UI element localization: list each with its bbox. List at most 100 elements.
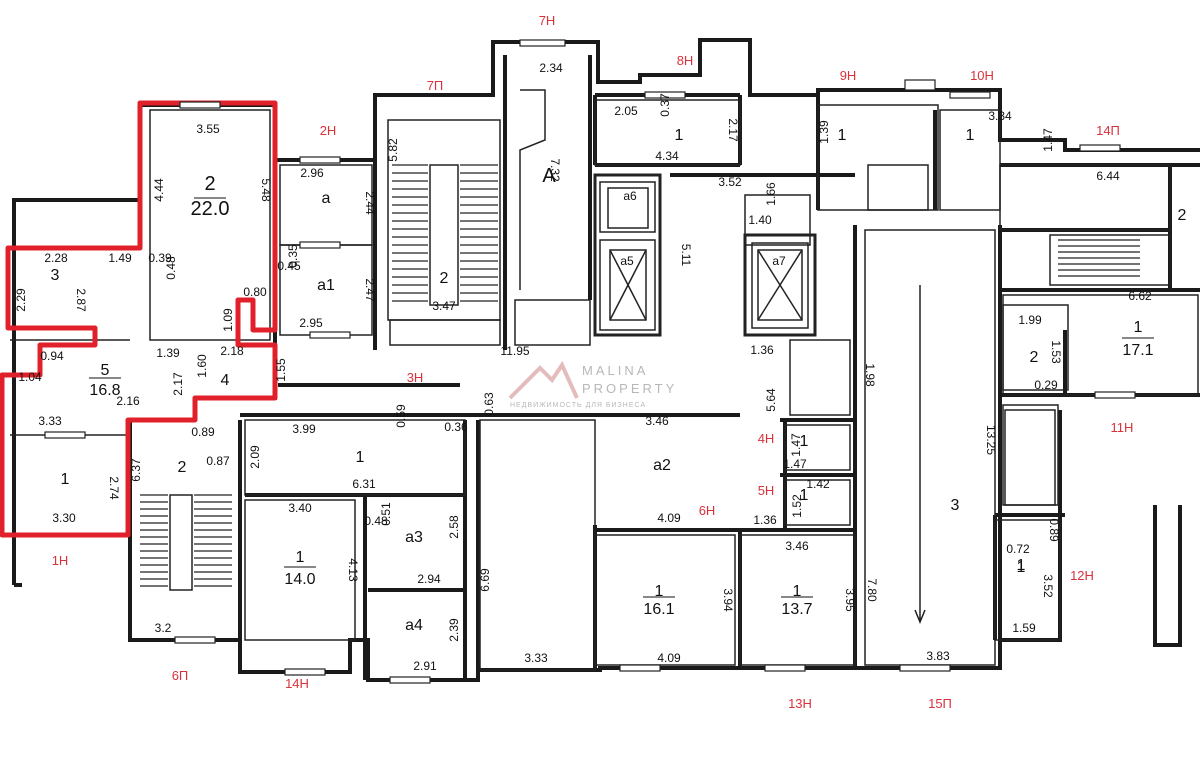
- dimension-label: 1.66: [764, 182, 778, 206]
- dimension-label: 2.29: [14, 288, 28, 312]
- dimension-label: 2.09: [248, 445, 262, 469]
- dimension-label: 5.82: [386, 138, 400, 162]
- dimension-label: 2.95: [299, 316, 323, 330]
- dimension-label: 0.48: [364, 514, 388, 528]
- stairs: [140, 89, 1171, 624]
- room-number-r14: 1: [296, 549, 305, 566]
- dimension-label: 2.05: [614, 104, 638, 118]
- room-number-r5: 5: [101, 362, 110, 379]
- dimension-label: 0.45: [277, 259, 301, 273]
- entrance-label: 9Н: [840, 68, 857, 83]
- dimension-label: 13.25: [984, 425, 998, 455]
- dimension-label: 1.60: [195, 354, 209, 378]
- room-number-ra1: a1: [317, 277, 335, 294]
- dimension-label: 6.62: [1128, 289, 1152, 303]
- watermark-brand-top: MALINA: [582, 363, 648, 378]
- room-area-r14: 14.0: [284, 571, 315, 588]
- dimension-label: 6.44: [1096, 169, 1120, 183]
- room-number-r1c: 1: [966, 127, 975, 144]
- room-number-r2w: 2: [1030, 349, 1039, 366]
- entrance-label: 6П: [172, 668, 189, 683]
- entrance-label: 13Н: [788, 696, 812, 711]
- room-number-r1b: 1: [838, 127, 847, 144]
- room-number-ra3: a3: [405, 529, 423, 546]
- dimension-label: 11.95: [500, 344, 529, 358]
- entrance-label: 6Н: [699, 503, 716, 518]
- dimension-label: 2.96: [300, 166, 324, 180]
- dimension-label: 2.47: [363, 278, 377, 302]
- dimension-label: 0.35: [286, 244, 300, 268]
- dimension-label: 2.44: [363, 191, 377, 215]
- dimension-label: 5.11: [679, 244, 693, 267]
- room-number-ra2: a2: [653, 457, 671, 474]
- dimension-label: 0.51: [379, 502, 393, 526]
- room-number-r1l: 1: [61, 471, 70, 488]
- dimension-label: 3.30: [52, 511, 76, 525]
- room-number-r2s: 2: [178, 459, 187, 476]
- watermark-logo: MALINA PROPERTY НЕДВИЖИМОСТЬ ДЛЯ БИЗНЕСА: [508, 360, 677, 409]
- dimension-label: 1.47: [1041, 128, 1055, 152]
- entrance-label: 8Н: [677, 53, 694, 68]
- dimension-label: 2.39: [447, 618, 461, 642]
- elevator-label-a7: a7: [772, 254, 786, 268]
- room-number-r12: 1: [1017, 559, 1026, 576]
- dimension-label: 1.98: [863, 363, 877, 387]
- dimension-label: 1.55: [274, 358, 288, 382]
- room-number-r3: 3: [51, 267, 60, 284]
- room-number-r13: 1: [793, 583, 802, 600]
- dimension-label: 5.48: [259, 178, 273, 202]
- windows: [44, 39, 1136, 684]
- room-number-ra: a: [322, 190, 331, 207]
- room-number-r4: 4: [221, 372, 230, 389]
- dimension-label: 3.33: [524, 651, 548, 665]
- dimension-label: 3.2: [155, 621, 172, 635]
- dimension-label: 2.17: [171, 372, 185, 396]
- dimension-label: 4.44: [152, 178, 166, 202]
- room-number-r2r: 2: [1178, 207, 1187, 224]
- room-number-r3b: 3: [951, 497, 960, 514]
- dimension-label: 4.13: [346, 558, 360, 582]
- dimension-label: 1.40: [748, 213, 772, 227]
- dimension-label: 2.18: [220, 344, 244, 358]
- elevators: [593, 173, 817, 337]
- dimension-label: 1.39: [817, 120, 831, 144]
- dimension-label: 7.32: [548, 158, 562, 182]
- watermark-brand-bottom: PROPERTY: [582, 381, 677, 396]
- entrance-label: 7П: [427, 78, 444, 93]
- dimension-label: 2.94: [417, 572, 441, 586]
- dimension-label: 0.39: [148, 251, 172, 265]
- dimension-label: 3.46: [645, 414, 669, 428]
- dimension-label: 6.31: [352, 477, 376, 491]
- dimension-label: 2.58: [447, 515, 461, 539]
- dimension-label: 1.52: [790, 494, 804, 518]
- entrance-label: 11Н: [1111, 420, 1134, 435]
- dimension-label: 3.99: [292, 422, 316, 436]
- watermark-tagline: НЕДВИЖИМОСТЬ ДЛЯ БИЗНЕСА: [510, 402, 646, 409]
- dimension-label: 3.95: [843, 588, 857, 612]
- dimension-label: 6.37: [129, 458, 143, 482]
- dimension-label: 1.36: [753, 513, 777, 527]
- dimension-label: 5.64: [764, 388, 778, 412]
- elevator-label-a5: a5: [620, 254, 634, 268]
- dimension-label: 3.52: [718, 175, 742, 189]
- room-area-r5: 16.8: [89, 382, 120, 399]
- dimension-label: 1.39: [156, 346, 180, 360]
- dimension-label: 3.83: [926, 649, 950, 663]
- dimension-label: 1.53: [1049, 340, 1063, 364]
- room-area-r2: 22.0: [191, 198, 230, 220]
- dimension-label: 3.40: [288, 501, 312, 515]
- dimension-label: 0.36: [444, 420, 468, 434]
- dimension-label: 0.94: [40, 349, 64, 363]
- room-number-r17: 1: [1134, 319, 1143, 336]
- dimension-label: 4.09: [657, 511, 681, 525]
- dimension-label: 3.34: [988, 109, 1012, 123]
- room-number-rA: A: [542, 165, 556, 187]
- room-number-r15h: 1: [800, 487, 809, 504]
- dimension-label: 0.37: [658, 93, 672, 117]
- dimension-label: 3.47: [432, 299, 456, 313]
- dimension-label: 2.17: [726, 118, 740, 142]
